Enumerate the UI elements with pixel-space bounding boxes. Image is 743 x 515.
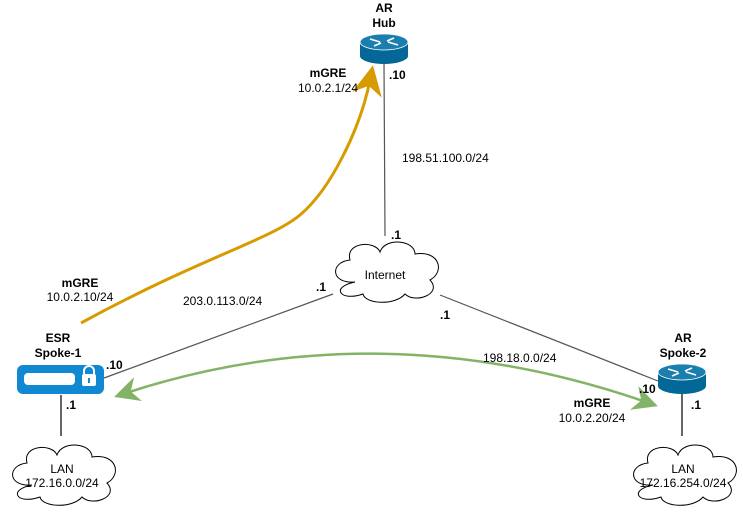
hub-label-2: Hub <box>372 16 395 30</box>
esr-device-icon[interactable] <box>17 365 104 394</box>
spoke2-port-lan: .1 <box>691 398 701 412</box>
spoke2-label-1: AR <box>674 331 692 345</box>
tunnel-hub-name: mGRE <box>310 66 347 80</box>
link-label-spoke2: 198.18.0.0/24 <box>483 351 557 365</box>
esr-port-lan: .1 <box>66 398 76 412</box>
lan2-label-1: LAN <box>671 462 694 476</box>
internet-port-left: .1 <box>316 280 326 294</box>
esr-label-2: Spoke-1 <box>35 346 82 360</box>
link-label-esr: 203.0.113.0/24 <box>183 294 263 308</box>
esr-port-wan: .10 <box>106 358 123 372</box>
link-spoke2-internet <box>439 294 659 382</box>
tunnel-spoke2-name: mGRE <box>574 396 611 410</box>
spoke2-router-icon[interactable] <box>657 363 707 395</box>
hub-router-icon[interactable] <box>359 33 409 65</box>
internet-label: Internet <box>365 268 406 282</box>
tunnel-esr-hub <box>80 65 382 325</box>
spoke2-port-wan: .10 <box>639 382 656 396</box>
tunnel-esr-name: mGRE <box>62 276 99 290</box>
tunnel-spoke2-addr: 10.0.2.20/24 <box>559 411 626 425</box>
link-hub-internet <box>383 63 386 237</box>
lock-icon <box>82 365 96 386</box>
esr-label-1: ESR <box>46 331 71 345</box>
tunnel-hub-addr: 10.0.2.1/24 <box>298 81 358 95</box>
internet-port-right: .1 <box>440 308 450 322</box>
link-esr-internet <box>103 293 334 379</box>
hub-port: .10 <box>389 68 406 82</box>
lan1-label-2: 172.16.0.0/24 <box>25 476 99 490</box>
tunnel-esr-spoke2 <box>114 352 658 410</box>
spoke2-label-2: Spoke-2 <box>660 346 707 360</box>
lan2-label-2: 172.16.254.0/24 <box>640 476 727 490</box>
internet-port-top: .1 <box>391 228 401 242</box>
hub-label-1: AR <box>375 1 393 15</box>
link-label-hub: 198.51.100.0/24 <box>402 151 489 165</box>
tunnel-esr-addr: 10.0.2.10/24 <box>47 290 114 304</box>
lan1-label-1: LAN <box>50 462 73 476</box>
